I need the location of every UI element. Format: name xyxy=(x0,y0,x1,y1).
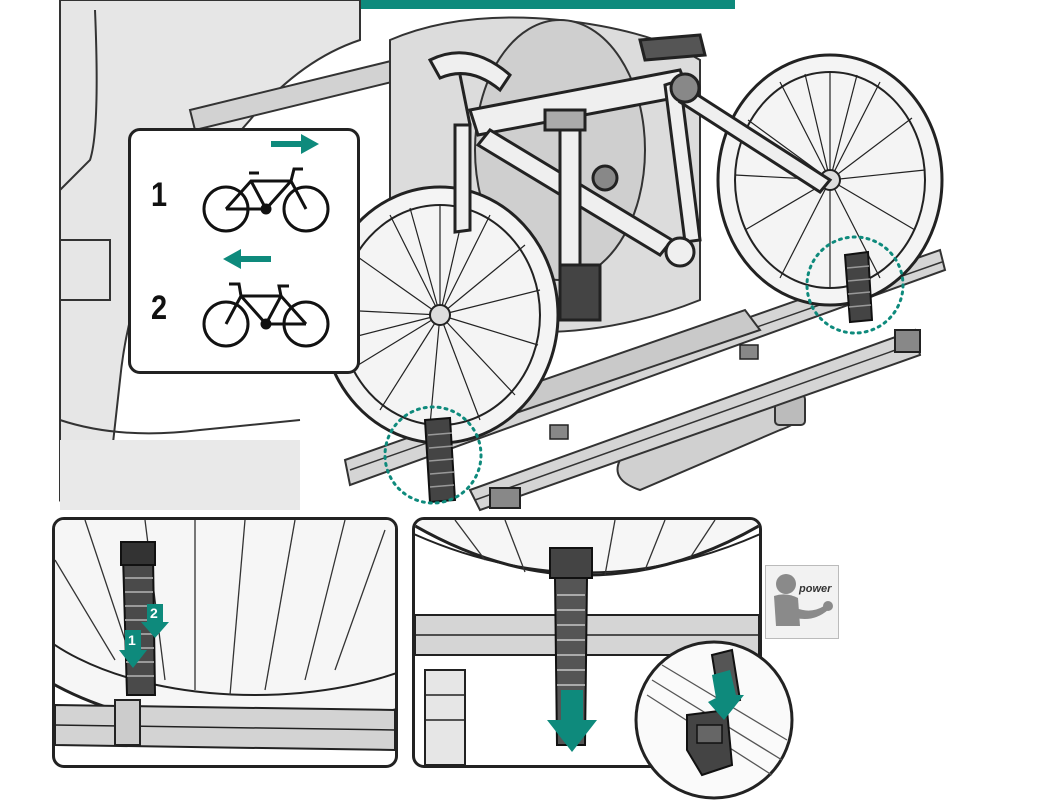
arrow-left-icon xyxy=(223,249,271,269)
bike-1-icon xyxy=(202,167,330,233)
callout-circle-front xyxy=(805,235,905,335)
bike-2-icon xyxy=(202,282,330,348)
loading-order-panel: 1 2 xyxy=(128,128,360,374)
header-strip xyxy=(150,0,735,9)
callout-arrow-2-icon xyxy=(141,604,169,638)
callout-circle-rear xyxy=(383,405,483,505)
wheel-strap-front xyxy=(843,250,874,324)
wheel-strap-rear xyxy=(423,416,457,504)
detail-strap-threading: 1 2 xyxy=(52,517,398,768)
power-label: power xyxy=(799,583,832,595)
pull-down-arrow-icon xyxy=(547,690,597,752)
buckle-push-arrow-icon xyxy=(708,670,744,720)
callout-arrow-1-icon xyxy=(119,630,147,668)
callout-1-number: 1 xyxy=(128,632,136,648)
arrow-right-icon xyxy=(271,134,319,154)
bike-rear-wheel xyxy=(320,185,560,445)
strap-tightening-graphics xyxy=(415,520,759,765)
strap-threading-graphics xyxy=(55,520,395,752)
power-badge: power xyxy=(765,565,839,639)
bike-frame xyxy=(427,33,833,322)
strong-arm-icon xyxy=(774,574,833,626)
step-2-number: 2 xyxy=(151,289,168,327)
loading-order-graphics xyxy=(202,134,330,348)
buckle-detail-circle xyxy=(634,640,794,800)
callout-2-number: 2 xyxy=(150,605,158,621)
step-1-number: 1 xyxy=(151,176,168,214)
